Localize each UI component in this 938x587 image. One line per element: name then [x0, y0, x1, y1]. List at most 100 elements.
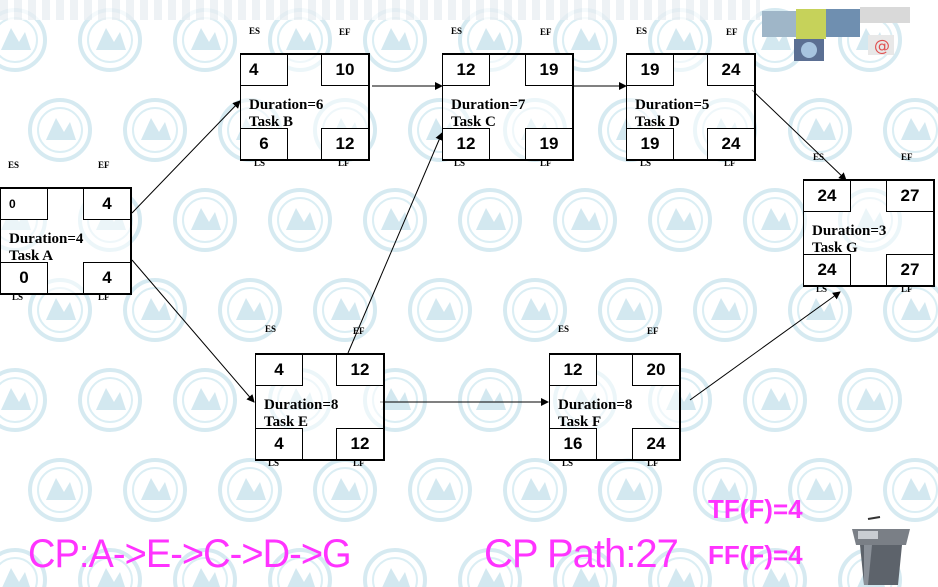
watermark-emblem-icon: [458, 188, 522, 252]
task-b-lf: 12: [321, 128, 369, 160]
task-e-duration: Duration=8: [264, 397, 339, 413]
task-c-name: Task C: [451, 114, 496, 130]
task-b-es-label: ES: [249, 26, 261, 36]
top-decorative-bar: [0, 0, 760, 20]
task-c-node[interactable]: 12 19 Duration=7 Task C 12 19: [442, 53, 574, 161]
task-d-description: Duration=5 Task D: [635, 97, 709, 131]
task-e-ls-label: LS: [268, 458, 280, 468]
task-f-node[interactable]: 12 20 Duration=8 Task F 16 24: [549, 353, 681, 461]
task-e-es-label: ES: [265, 324, 277, 334]
task-f-ef: 20: [632, 354, 680, 386]
task-f-es-label: ES: [558, 324, 570, 334]
task-f-ls-label: LS: [562, 458, 574, 468]
task-f-description: Duration=8 Task F: [558, 397, 632, 431]
watermark-emblem-icon: [313, 278, 377, 342]
task-g-node[interactable]: 24 27 Duration=3 Task G 24 27: [803, 179, 935, 287]
task-f-ef-label: EF: [647, 326, 659, 336]
task-g-name: Task G: [812, 240, 858, 256]
task-a-lf: 4: [83, 262, 131, 294]
task-g-ls: 24: [803, 254, 851, 286]
task-e-ef: 12: [336, 354, 384, 386]
task-a-lf-label: LF: [98, 292, 110, 302]
watermark-emblem-icon: [123, 278, 187, 342]
task-a-ef: 4: [83, 188, 131, 220]
task-b-duration: Duration=6: [249, 97, 324, 113]
task-a-name: Task A: [9, 248, 54, 264]
task-c-ef-label: EF: [540, 27, 552, 37]
watermark-emblem-icon: [313, 458, 377, 522]
task-e-lf-label: LF: [353, 458, 365, 468]
task-g-duration: Duration=3: [812, 223, 887, 239]
watermark-emblem-icon: [268, 188, 332, 252]
watermark-emblem-icon: [363, 548, 427, 587]
watermark-emblem-icon: [408, 458, 472, 522]
task-c-lf-label: LF: [540, 158, 552, 168]
task-d-ls-label: LS: [640, 158, 652, 168]
task-g-ef: 27: [886, 180, 934, 212]
task-d-duration: Duration=5: [635, 97, 710, 113]
task-e-name: Task E: [264, 414, 309, 430]
watermark-emblem-icon: [788, 98, 852, 162]
watermark-emblem-icon: [883, 458, 938, 522]
task-f-lf: 24: [632, 428, 680, 460]
task-b-ls: 6: [240, 128, 288, 160]
watermark-emblem-icon: [0, 368, 47, 432]
task-c-ls-label: LS: [454, 158, 466, 168]
watermark-emblem-icon: [123, 98, 187, 162]
task-c-ls: 12: [442, 128, 490, 160]
task-e-ef-label: EF: [353, 326, 365, 336]
task-b-ef: 10: [321, 54, 369, 86]
watermark-emblem-icon: [553, 188, 617, 252]
task-b-node[interactable]: 4 10 Duration=6 Task B 6 12: [240, 53, 370, 161]
task-e-es: 4: [255, 354, 303, 386]
task-e-ls: 4: [255, 428, 303, 460]
task-g-description: Duration=3 Task G: [812, 223, 886, 257]
task-d-lf-label: LF: [724, 158, 736, 168]
task-a-node[interactable]: 0 4 Duration=4 Task A 0 4: [0, 187, 132, 295]
task-g-es: 24: [803, 180, 851, 212]
task-f-lf-label: LF: [647, 458, 659, 468]
task-c-es-label: ES: [451, 26, 463, 36]
watermark-emblem-icon: [408, 278, 472, 342]
task-g-es-label: ES: [813, 152, 825, 162]
task-g-ls-label: LS: [816, 284, 828, 294]
watermark-emblem-icon: [123, 458, 187, 522]
watermark-emblem-icon: [838, 368, 902, 432]
task-f-ls: 16: [549, 428, 597, 460]
task-d-ef-label: EF: [726, 27, 738, 37]
task-f-duration: Duration=8: [558, 397, 633, 413]
task-d-ef: 24: [707, 54, 755, 86]
task-d-ls: 19: [626, 128, 674, 160]
task-d-node[interactable]: 19 24 Duration=5 Task D 19 24: [626, 53, 756, 161]
task-g-lf: 27: [886, 254, 934, 286]
watermark-emblem-icon: [173, 368, 237, 432]
task-b-name: Task B: [249, 114, 294, 130]
watermark-emblem-icon: [503, 278, 567, 342]
watermark-emblem-icon: [743, 188, 807, 252]
watermark-emblem-icon: [598, 458, 662, 522]
task-c-description: Duration=7 Task C: [451, 97, 525, 131]
total-float-text: TF(F)=4: [708, 494, 803, 524]
task-f-name: Task F: [558, 414, 602, 430]
task-c-es: 12: [442, 54, 490, 86]
task-a-ef-label: EF: [98, 160, 110, 170]
critical-path-length: CP Path:27: [484, 532, 679, 576]
task-e-node[interactable]: 4 12 Duration=8 Task E 4 12: [255, 353, 385, 461]
task-d-es-label: ES: [636, 26, 648, 36]
task-a-ls: 0: [0, 262, 48, 294]
task-e-description: Duration=8 Task E: [264, 397, 338, 431]
decorative-images-icon: @: [762, 7, 910, 61]
task-b-lf-label: LF: [338, 158, 350, 168]
task-a-es-label: ES: [8, 160, 20, 170]
task-c-ef: 19: [525, 54, 573, 86]
watermark-emblem-icon: [173, 188, 237, 252]
watermark-emblem-icon: [693, 278, 757, 342]
watermark-emblem-icon: [218, 458, 282, 522]
task-e-lf: 12: [336, 428, 384, 460]
task-d-name: Task D: [635, 114, 680, 130]
task-b-es: 4: [240, 54, 288, 86]
watermark-emblem-icon: [363, 188, 427, 252]
task-a-description: Duration=4 Task A: [9, 231, 83, 265]
watermark-emblem-icon: [503, 458, 567, 522]
task-d-lf: 24: [707, 128, 755, 160]
